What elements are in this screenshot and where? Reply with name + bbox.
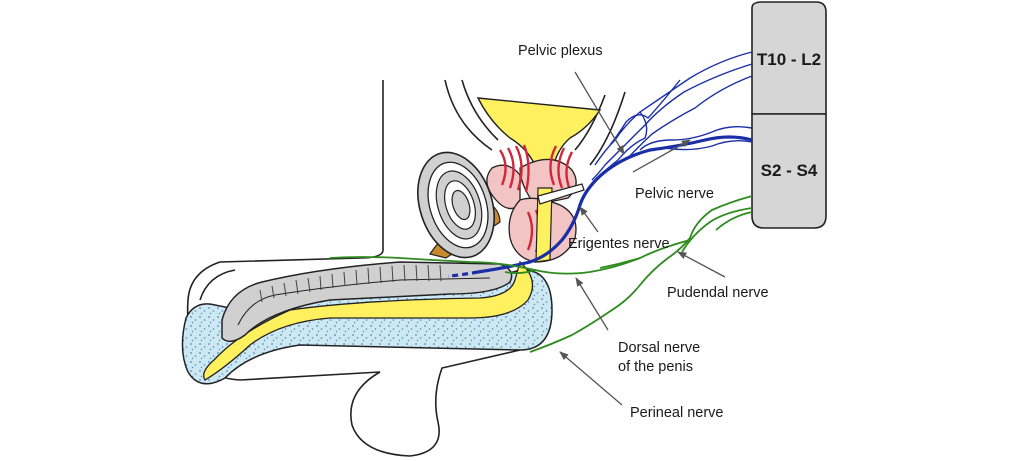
label-pudendal-nerve: Pudendal nerve [667, 285, 769, 301]
arrow-erigentes-nerve [579, 206, 599, 233]
arrow-pelvic-plexus [574, 71, 625, 155]
leader-lines [559, 71, 726, 406]
corpus-cavernosum [221, 261, 513, 343]
label-dorsal-nerve-2: of the penis [618, 359, 693, 375]
label-erigentes-nerve: Erigentes nerve [568, 236, 670, 252]
erigentes-nerve-dashed [447, 270, 479, 278]
label-perineal-nerve: Perineal nerve [630, 405, 724, 421]
prostate [486, 158, 577, 263]
body-outline [186, 80, 521, 457]
prostatic-urethra [535, 187, 553, 263]
arrow-perineal-nerve [559, 351, 623, 406]
erigentes-nerve-path [477, 135, 753, 274]
pelvic-plexus-nerves [591, 51, 753, 181]
prostate-divider [537, 183, 585, 205]
spinal-box-upper [751, 1, 827, 115]
label-pelvic-nerve: Pelvic nerve [635, 186, 714, 202]
pudendal-nerve-group [329, 195, 753, 353]
spinal-column: T10 - L2 S2 - S4 [751, 1, 827, 229]
segment-label-upper: T10 - L2 [757, 50, 821, 69]
segment-label-lower: S2 - S4 [761, 161, 818, 180]
spinal-box-lower [751, 113, 827, 229]
arrow-dorsal-nerve [575, 277, 609, 331]
pudendal-nerve-path [529, 195, 753, 353]
arrow-pudendal-nerve [677, 251, 726, 278]
rectum [417, 151, 495, 259]
arrow-pelvic-nerve [632, 139, 691, 173]
bladder-outline [444, 79, 626, 166]
penile-urethra [203, 260, 534, 381]
label-dorsal-nerve-1: Dorsal nerve [618, 340, 700, 356]
label-pelvic-plexus: Pelvic plexus [518, 43, 603, 59]
